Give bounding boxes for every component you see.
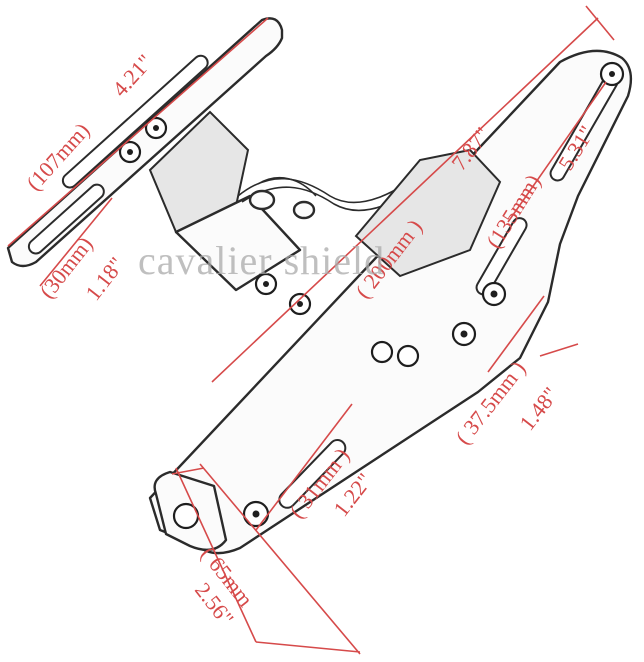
base-foot xyxy=(153,470,228,552)
watermark: cavalier shield xyxy=(138,238,385,283)
top-length-imperial: 4.21" xyxy=(107,49,157,101)
upper-mount-plate xyxy=(6,17,302,292)
top-width-imperial: 1.18" xyxy=(80,252,129,305)
bracket-spine xyxy=(148,49,633,555)
dimension-lines xyxy=(7,5,615,655)
slot-gap-imperial: 1.48" xyxy=(514,382,563,435)
